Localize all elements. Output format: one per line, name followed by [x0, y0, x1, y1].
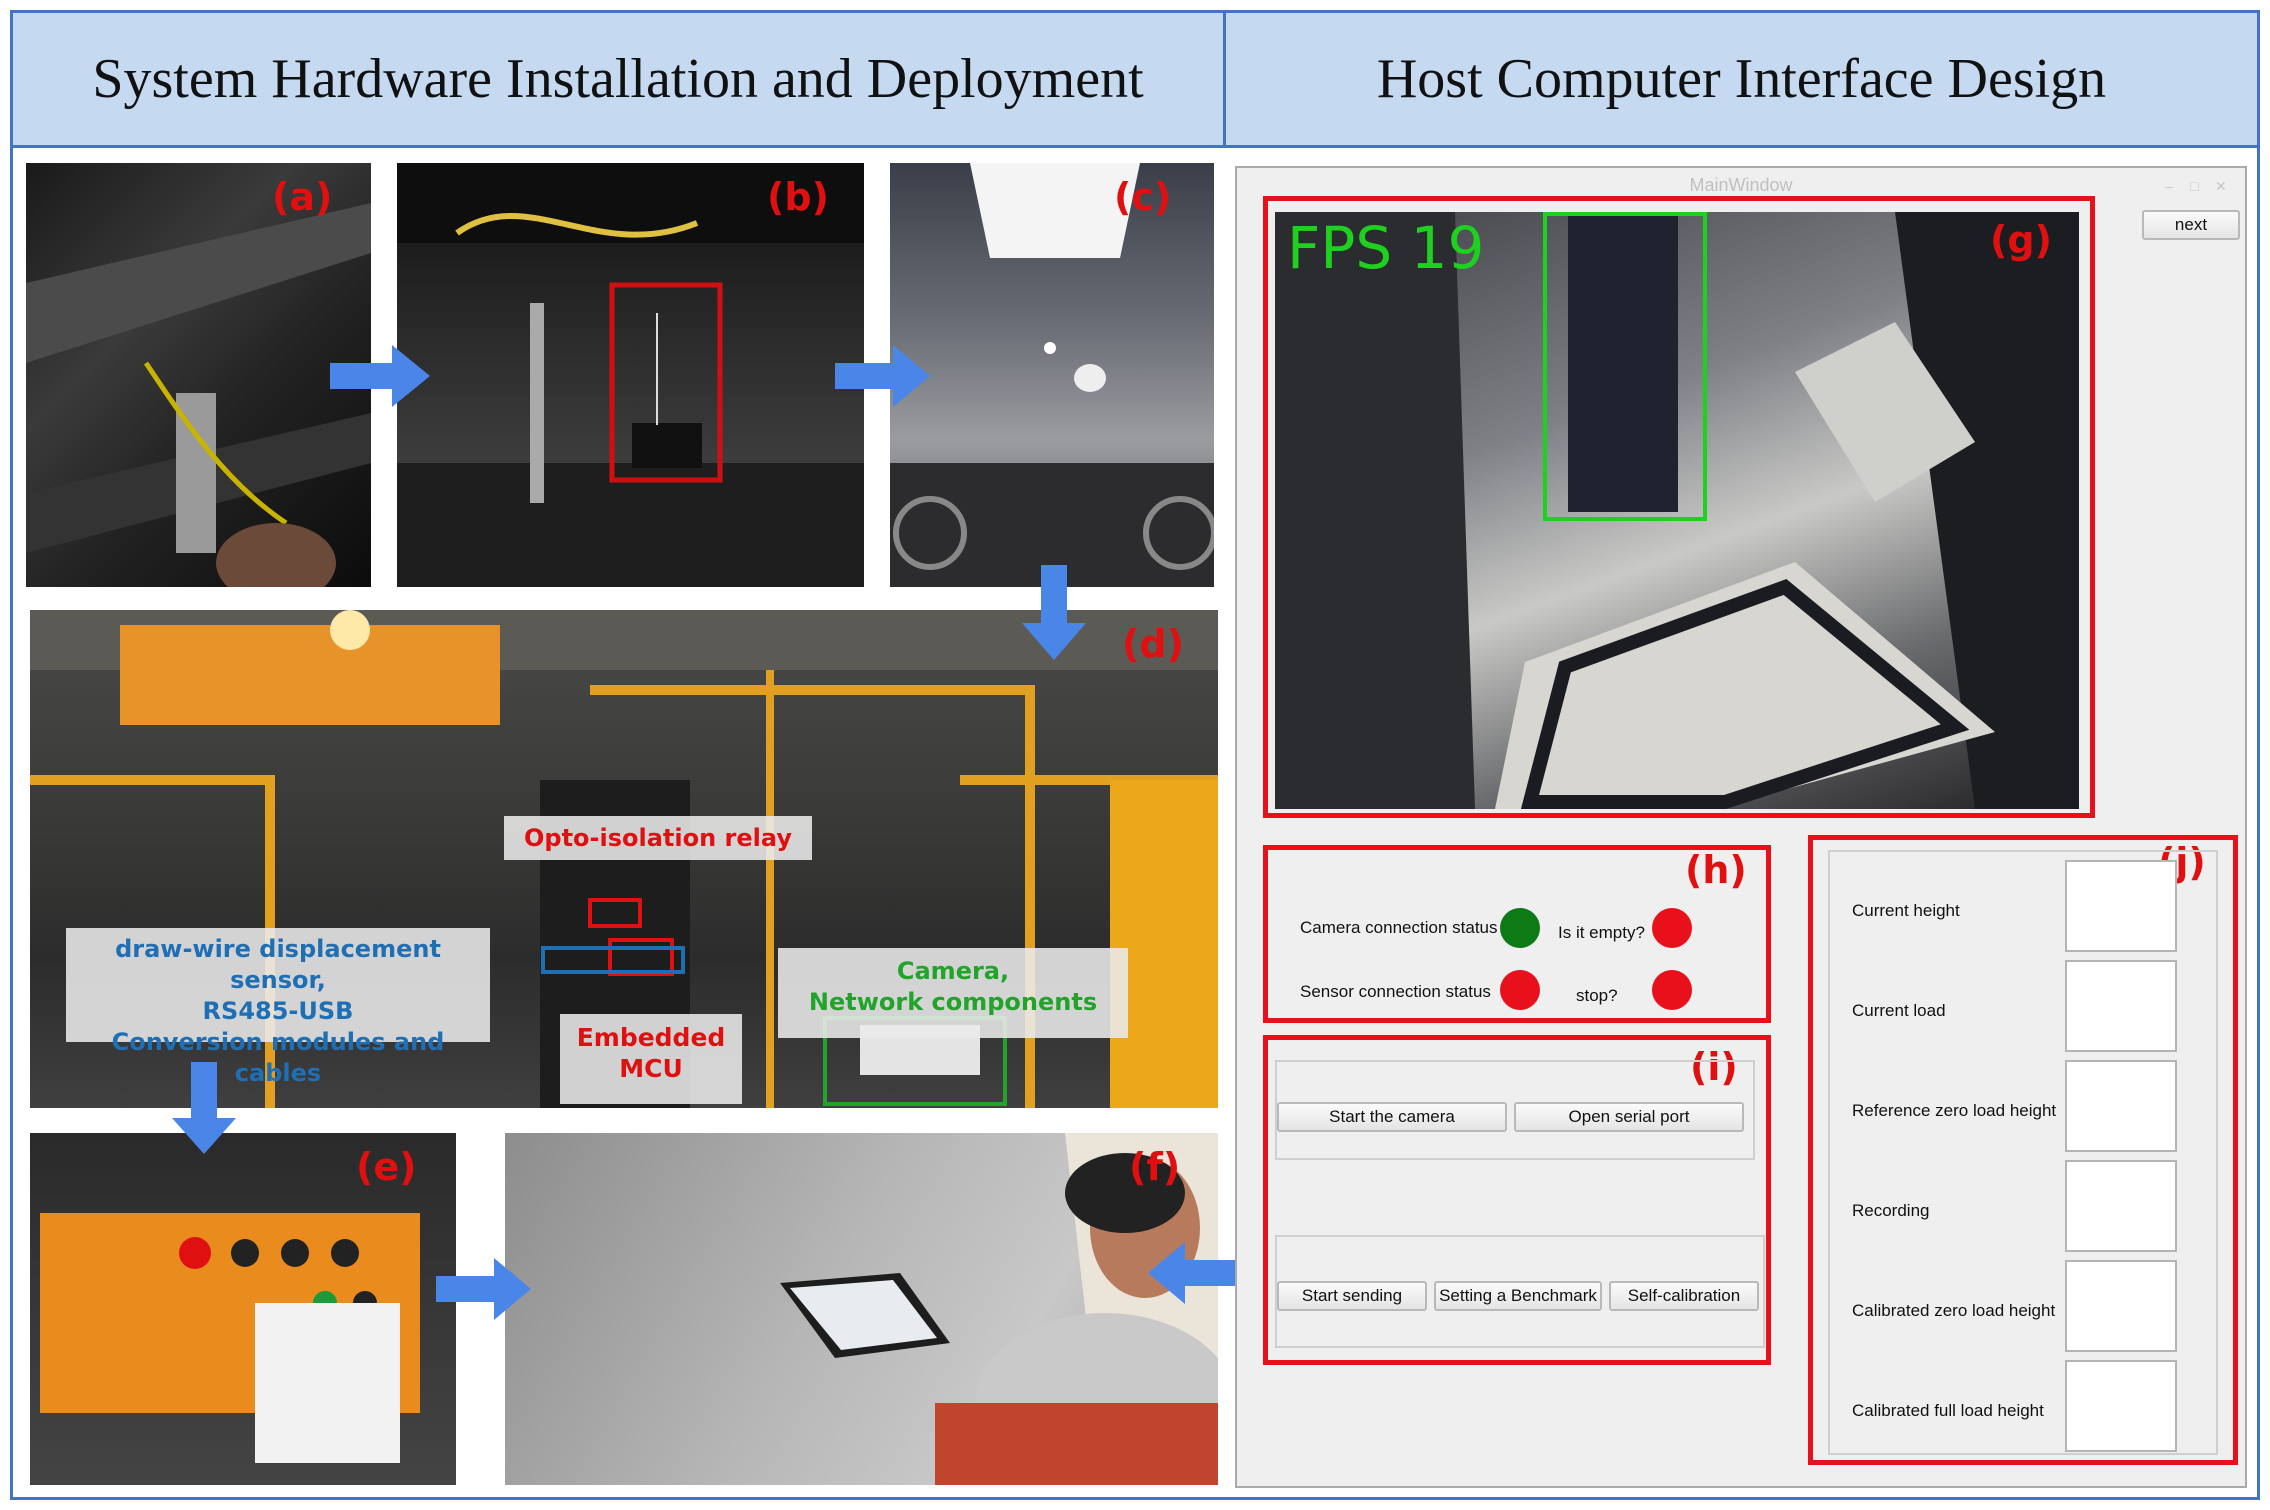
start-camera-button[interactable]: Start the camera: [1277, 1102, 1507, 1132]
annotation-mcu-line2: MCU: [619, 1054, 683, 1083]
annotation-camera: Camera, Network components: [778, 948, 1128, 1038]
arrow-b-to-c: [835, 345, 930, 407]
label-h: (h): [1685, 848, 1747, 892]
annotation-sensor-line3: Conversion modules and cables: [111, 1028, 445, 1087]
stop-status-led: [1652, 970, 1692, 1010]
photo-a: (a): [26, 163, 371, 587]
label-g: (g): [1990, 218, 2052, 262]
camera-feed: FPS 19: [1275, 212, 2079, 809]
camera-feed-art: [1275, 212, 2079, 809]
arrow-a-to-b: [330, 345, 430, 407]
photo-e-art: [40, 1213, 420, 1463]
annotation-sensor-line1: draw-wire displacement sensor,: [115, 935, 441, 994]
reading-value-field: [2065, 1160, 2177, 1252]
label-d: (d): [1122, 622, 1184, 666]
annotation-relay: Opto-isolation relay: [504, 816, 812, 860]
reading-label: Reference zero load height: [1852, 1101, 2057, 1120]
arrow-d-to-e: [172, 1062, 236, 1154]
reading-value-field: [2065, 1360, 2177, 1452]
reading-label: Calibrated zero load height: [1852, 1301, 2056, 1320]
label-e: (e): [356, 1145, 417, 1189]
photo-c-art: [890, 163, 1214, 587]
maximize-icon[interactable]: □: [2190, 178, 2199, 194]
photo-f: (f): [505, 1133, 1218, 1485]
stop-status-label: stop?: [1576, 986, 1618, 1005]
section-g-video: [1263, 196, 2095, 818]
reading-label: Calibrated full load height: [1852, 1401, 2044, 1420]
label-c: (c): [1114, 175, 1172, 219]
reading-label: Current height: [1852, 901, 1960, 920]
annotation-camera-line2: Network components: [808, 988, 1098, 1016]
reading-value-field: [2065, 1060, 2177, 1152]
annotation-sensor-line2: RS485-USB: [202, 997, 354, 1025]
photo-b: (b): [397, 163, 864, 587]
photo-c: (c): [890, 163, 1214, 587]
reading-value-field: [2065, 960, 2177, 1052]
header-interface: Host Computer Interface Design: [1223, 10, 2260, 148]
arrow-c-to-d: [1022, 565, 1086, 660]
header-hardware: System Hardware Installation and Deploym…: [10, 10, 1226, 148]
camera-status-led: [1500, 908, 1540, 948]
photo-e: (e): [30, 1133, 456, 1485]
section-j-readings: [1808, 835, 2238, 1465]
self-calibration-button[interactable]: Self-calibration: [1609, 1281, 1759, 1311]
sensor-status-label: Sensor connection status: [1300, 982, 1491, 1001]
arrow-e-to-f: [436, 1258, 531, 1320]
label-f: (f): [1129, 1145, 1181, 1189]
setting-benchmark-button[interactable]: Setting a Benchmark: [1434, 1281, 1602, 1311]
annotation-sensor: draw-wire displacement sensor, RS485-USB…: [66, 928, 490, 1087]
label-b: (b): [767, 175, 829, 219]
minimize-icon[interactable]: –: [2165, 178, 2173, 194]
window-title: MainWindow: [1689, 175, 1793, 195]
sensor-status-led: [1500, 970, 1540, 1010]
photo-f-art: [780, 1133, 1218, 1485]
reading-label: Current load: [1852, 1001, 1946, 1020]
reading-value-field: [2065, 860, 2177, 952]
label-i: (i): [1690, 1045, 1738, 1089]
label-a: (a): [272, 175, 333, 219]
annotation-mcu: Embedded MCU: [560, 1014, 742, 1104]
camera-status-label: Camera connection status: [1300, 918, 1498, 937]
section-h-status: [1263, 845, 1771, 1023]
photo-d: (d) Opto-isolation relay draw-wire displ…: [30, 610, 1218, 1108]
start-sending-button[interactable]: Start sending: [1277, 1281, 1427, 1311]
photo-b-art: [397, 163, 864, 587]
annotation-mcu-line1: Embedded: [576, 1023, 726, 1052]
annotation-camera-line1: Camera,: [896, 957, 1010, 985]
calibration-group: [1275, 1235, 1765, 1348]
photo-a-art: [26, 203, 371, 587]
arrow-gui-to-f: [1148, 1242, 1243, 1304]
reading-value-field: [2065, 1260, 2177, 1352]
annotation-relay-text: Opto-isolation relay: [524, 824, 792, 852]
close-icon[interactable]: ✕: [2215, 178, 2227, 194]
section-i-controls: [1263, 1035, 1771, 1365]
fps-overlay: FPS 19: [1287, 214, 1485, 282]
reading-label: Recording: [1852, 1201, 1930, 1220]
readings-group: [1828, 850, 2218, 1455]
open-serial-port-button[interactable]: Open serial port: [1514, 1102, 1744, 1132]
next-button[interactable]: next: [2142, 210, 2240, 240]
empty-status-led: [1652, 908, 1692, 948]
empty-status-label: Is it empty?: [1558, 923, 1645, 942]
camera-serial-group: [1275, 1060, 1755, 1160]
